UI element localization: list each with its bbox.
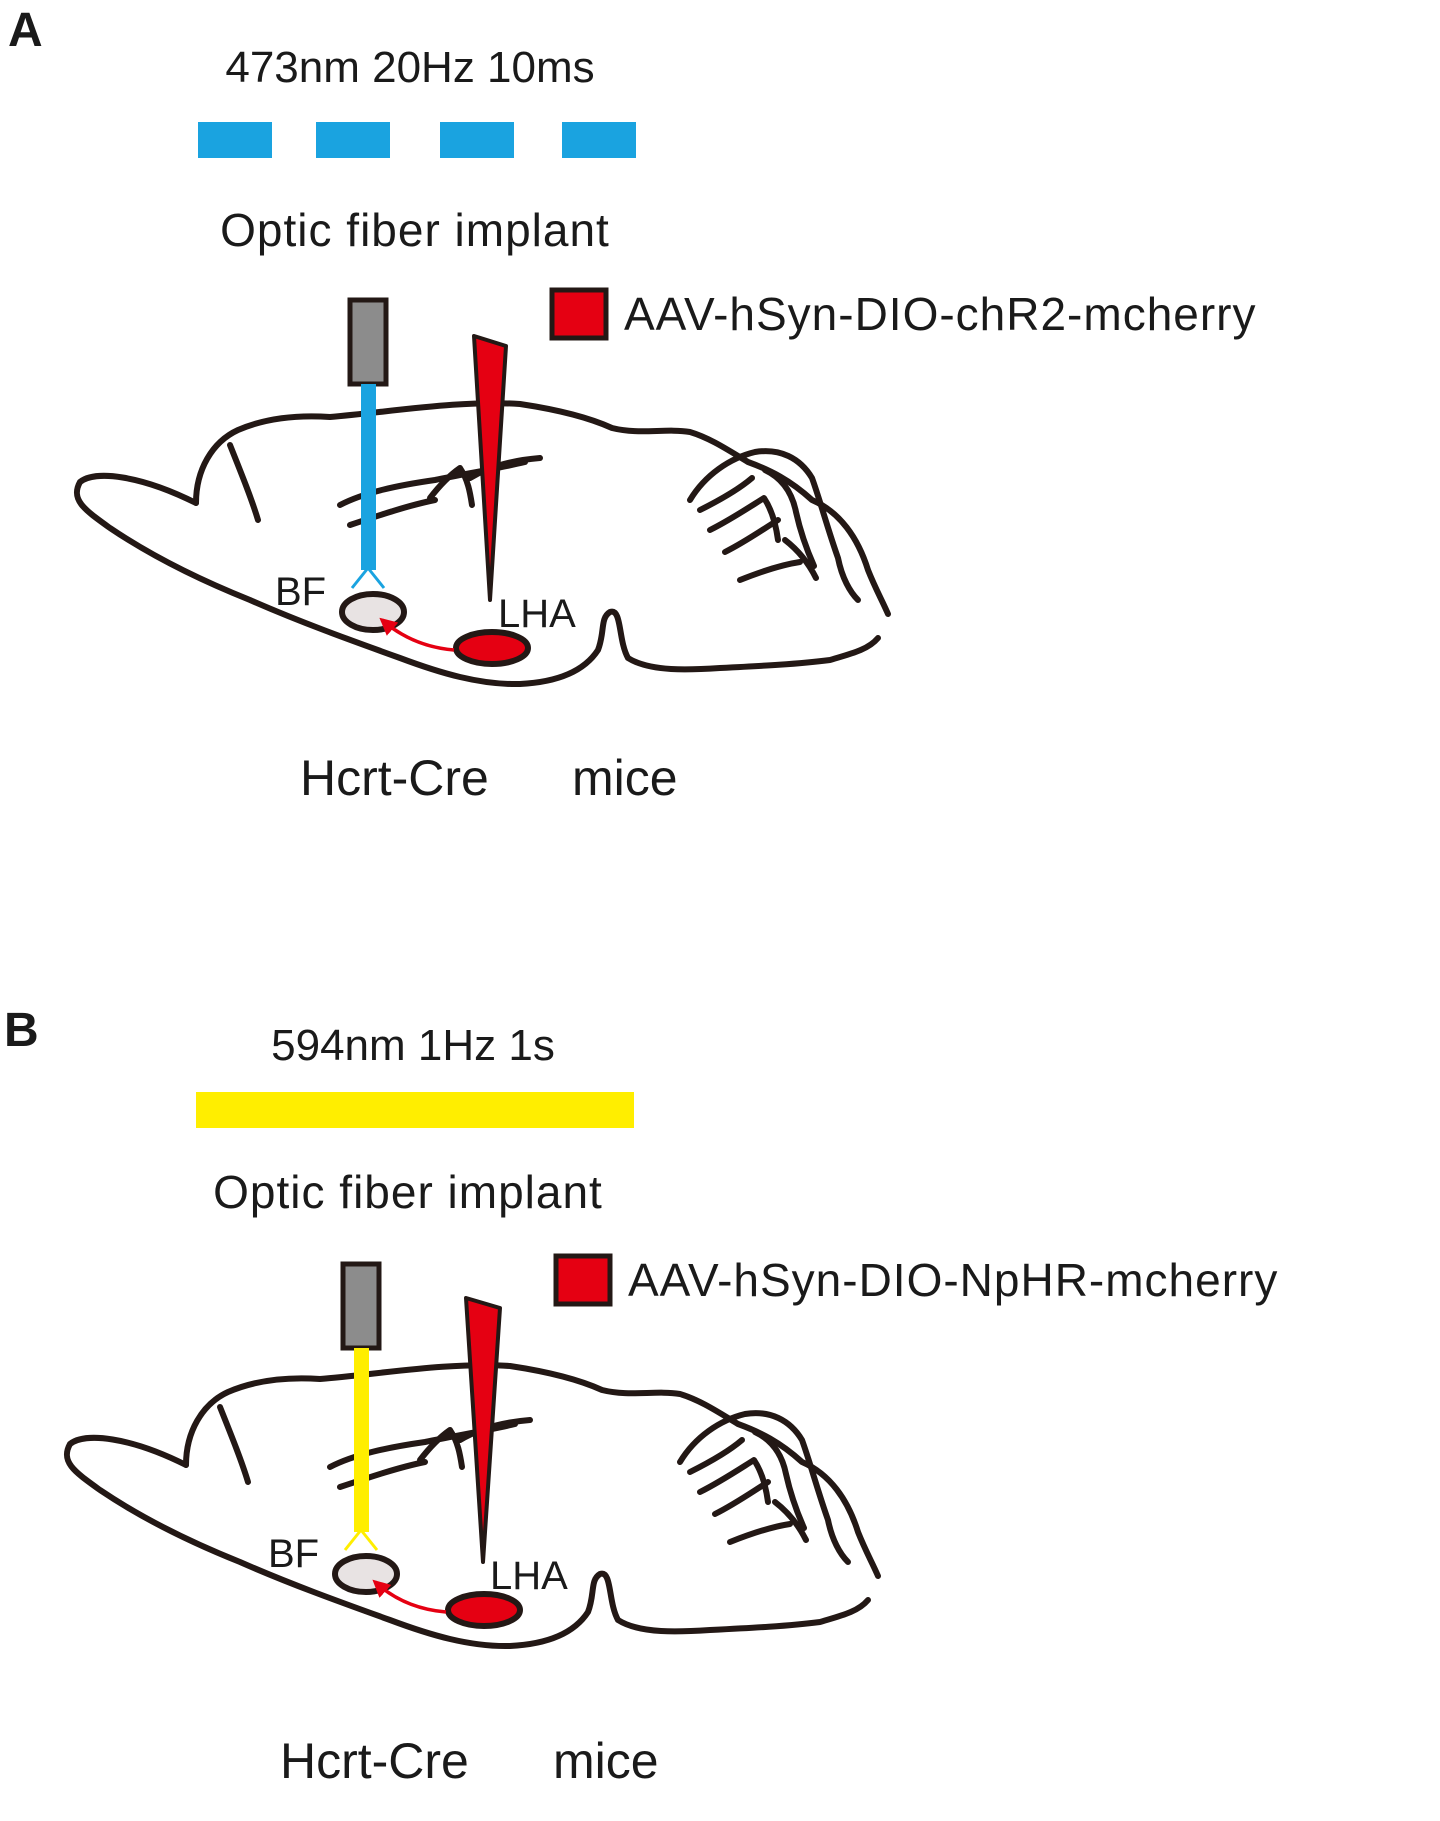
panel-a-letter: A (8, 4, 43, 57)
blue-light-pulse (198, 122, 272, 158)
panel-b: B 594nm 1Hz 1s Optic fiber implant AAV-h… (4, 1004, 1278, 1789)
fiber-ferrule (347, 297, 389, 387)
blue-light-pulse (562, 122, 636, 158)
panel-b-optic-fiber (340, 1261, 382, 1551)
panel-b-mouse-word: mice (553, 1733, 659, 1789)
panel-a-virus-legend: AAV-hSyn-DIO-chR2-mcherry (549, 287, 1257, 341)
blue-light-pulse (440, 122, 514, 158)
panel-b-bf-label: BF (268, 1532, 319, 1576)
panel-b-projection-arrow (372, 1579, 447, 1614)
panel-a-mouse-word: mice (572, 750, 678, 806)
virus-legend-swatch (549, 287, 609, 341)
panel-a-fiber-label: Optic fiber implant (220, 204, 610, 256)
panel-a-virus-label: AAV-hSyn-DIO-chR2-mcherry (624, 288, 1257, 340)
panel-b-stimulation-label: 594nm 1Hz 1s (271, 1021, 555, 1070)
panel-b-bf-region (332, 1553, 400, 1595)
light-cone (350, 567, 386, 589)
panel-a-lha-region (453, 629, 531, 667)
light-cone (343, 1529, 379, 1551)
panel-a-bf-region (339, 591, 407, 633)
panel-a-stimulation-label: 473nm 20Hz 10ms (225, 43, 594, 92)
panel-a-lha-label: LHA (498, 592, 576, 636)
panel-b-letter: B (4, 1004, 39, 1057)
panel-b-lha-label: LHA (490, 1554, 568, 1598)
panel-a-bf-label: BF (275, 570, 326, 614)
fiber-core-blue (361, 384, 376, 570)
panel-b-virus-legend: AAV-hSyn-DIO-NpHR-mcherry (553, 1253, 1278, 1307)
panel-b-virus-label: AAV-hSyn-DIO-NpHR-mcherry (628, 1254, 1278, 1306)
panel-a: A 473nm 20Hz 10ms Optic fiber implant AA… (8, 4, 1257, 806)
blue-light-pulse (316, 122, 390, 158)
fiber-core-yellow (354, 1348, 369, 1532)
panel-a-mouse-line: Hcrt-Cre (300, 750, 489, 806)
panel-b-fiber-label: Optic fiber implant (213, 1166, 603, 1218)
panel-b-mouse-line: Hcrt-Cre (280, 1733, 469, 1789)
panel-b-injection-pipette (464, 1296, 502, 1564)
panel-a-projection-arrow (379, 617, 455, 652)
panel-a-injection-pipette (472, 334, 508, 602)
virus-legend-swatch (553, 1253, 613, 1307)
panel-b-yellow-light-bar (196, 1092, 634, 1128)
panel-b-lha-region (445, 1591, 523, 1629)
panel-a-blue-pulse-train (198, 122, 636, 158)
fiber-ferrule (340, 1261, 382, 1351)
panel-a-optic-fiber (347, 297, 389, 589)
